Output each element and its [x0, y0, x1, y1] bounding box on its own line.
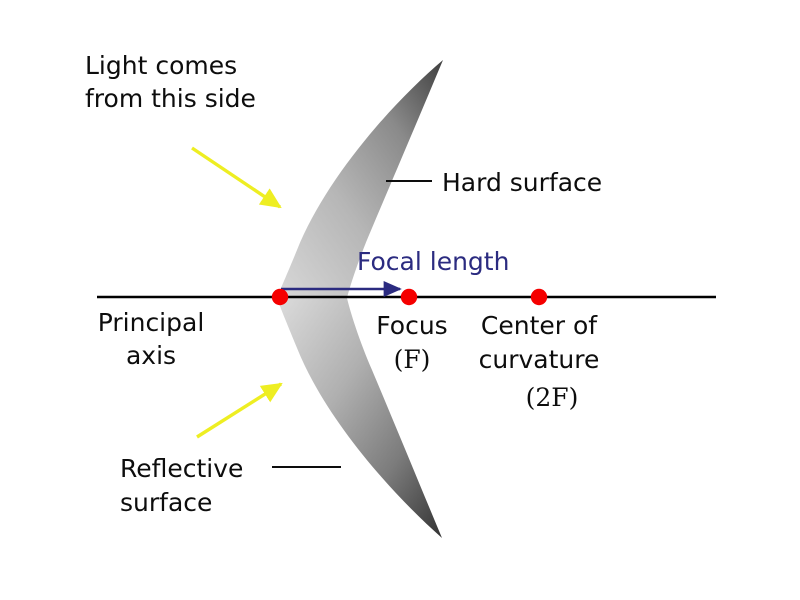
light-source-label-line1: Light comes	[85, 51, 237, 80]
mirror-body-upper	[277, 60, 443, 298]
focus-label-line1: Focus	[376, 311, 447, 340]
hard-surface-label: Hard surface	[442, 168, 602, 197]
focal-length-label: Focal length	[357, 247, 509, 276]
light-ray-arrow-lower	[196, 382, 283, 439]
center-of-curvature-label-line1: Center of	[481, 311, 598, 340]
vertex-point-marker	[271, 288, 289, 306]
center-of-curvature-point-marker	[530, 288, 548, 306]
principal-axis-label-line1: Principal	[98, 308, 205, 337]
mirror-body-lower	[277, 298, 442, 538]
focus-point-marker	[400, 288, 418, 306]
center-of-curvature-label-line3: (2F)	[526, 383, 579, 412]
focus-label-line2: (F)	[394, 345, 431, 374]
reflective-surface-label-line2: surface	[120, 488, 212, 517]
light-source-label-line2: from this side	[85, 84, 256, 113]
reflective-surface-label-line1: Reflective	[120, 454, 243, 483]
center-of-curvature-label-line2: curvature	[479, 345, 600, 374]
light-ray-arrow-upper	[191, 146, 282, 209]
principal-axis-label-line2: axis	[126, 341, 176, 370]
